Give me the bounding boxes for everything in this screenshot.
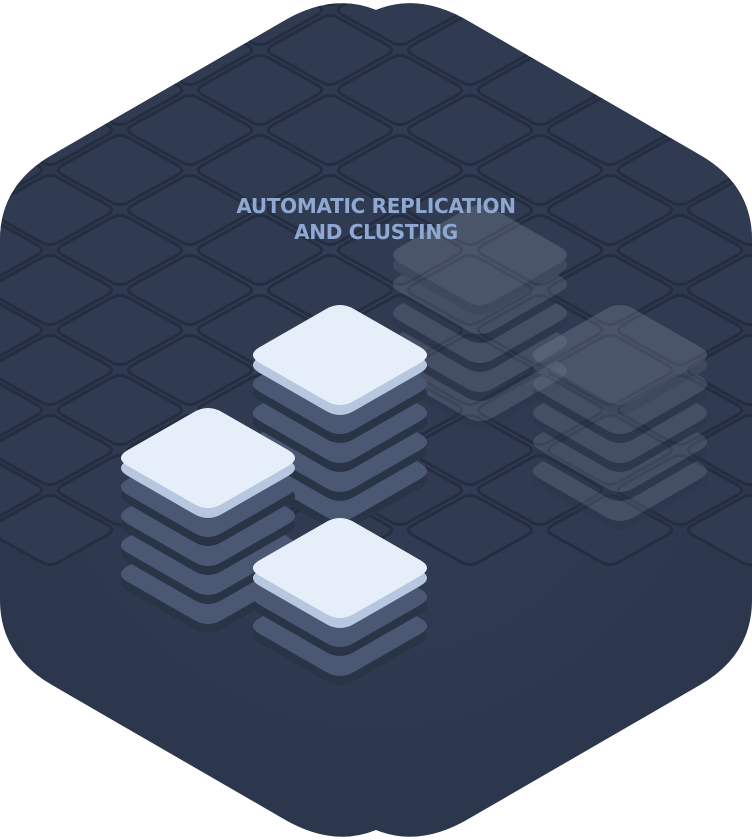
layer-shadow: [392, 301, 568, 401]
floor-tile: [56, 373, 184, 447]
floor-tile: [336, 53, 464, 127]
floor-tile: [616, 213, 744, 287]
floor-tile: [686, 493, 752, 567]
floor-tile: [56, 293, 184, 367]
floor-tile: [0, 3, 44, 47]
floor-tile: [0, 13, 114, 87]
floor-tile: [476, 373, 604, 447]
floor-tile: [126, 173, 254, 247]
floor-tile: [196, 53, 324, 127]
floor-tile: [686, 333, 752, 407]
floor-tile: [266, 93, 394, 167]
floor-tile: [0, 53, 44, 127]
floor-tile: [686, 413, 752, 487]
floor-tile: [0, 333, 114, 407]
floor-tile: [406, 493, 534, 567]
layer-shadow: [532, 401, 708, 501]
layer-shadow: [532, 343, 708, 443]
layer-shadow: [532, 430, 708, 530]
floor-tile: [336, 213, 464, 287]
stack-front: [252, 518, 428, 685]
block-top: [392, 205, 568, 305]
floor-tile: [126, 253, 254, 327]
block-edge: [532, 315, 708, 415]
floor-tile: [546, 173, 674, 247]
floor-tile: [616, 453, 744, 527]
floor-tile: [336, 133, 464, 207]
stack-back: [252, 305, 428, 530]
server-layer: [532, 421, 708, 521]
heading-line-1: AUTOMATIC REPLICATION: [236, 194, 516, 218]
floor-tile: [406, 253, 534, 327]
server-layer: [532, 392, 708, 492]
floor-tile: [546, 493, 674, 567]
floor-tile: [616, 53, 744, 127]
floor-tile: [546, 253, 674, 327]
floor-tile: [616, 3, 744, 47]
floor-tile: [196, 213, 324, 287]
floor-tile: [406, 173, 534, 247]
floor-tile: [56, 213, 184, 287]
block-top: [252, 518, 428, 618]
floor-tile: [0, 253, 114, 327]
floor-tile: [546, 3, 674, 7]
floor-tile: [0, 493, 114, 567]
floor-tile: [0, 173, 114, 247]
floor-tile: [616, 293, 744, 367]
floor-tile: [406, 3, 534, 7]
floor-tile: [406, 93, 534, 167]
server-stacks: [120, 205, 708, 685]
floor-tile: [56, 133, 184, 207]
floor-tile: [126, 93, 254, 167]
floor-tile: [336, 3, 464, 47]
floor-tile: [546, 333, 674, 407]
block-top: [252, 305, 428, 405]
server-layer: [392, 263, 568, 363]
floor-tile: [266, 13, 394, 87]
server-layer: [392, 292, 568, 392]
floor-tile: [0, 213, 44, 287]
layer-shadow: [392, 243, 568, 343]
heading-line-2: AND CLUSTING: [294, 220, 458, 244]
stack-left: [120, 408, 296, 633]
ghost-stack-right: [532, 305, 708, 530]
floor-tile: [126, 3, 254, 7]
layer-shadow: [392, 330, 568, 430]
layer-shadow: [392, 272, 568, 372]
floor-tile: [266, 3, 394, 7]
server-layer: [392, 321, 568, 421]
floor-tile: [0, 293, 44, 367]
floor-tile: [686, 13, 752, 87]
floor-tile: [476, 133, 604, 207]
floor-tile: [0, 413, 114, 487]
floor-tile: [56, 3, 184, 47]
floor-tile: [0, 3, 114, 7]
floor-tile: [546, 413, 674, 487]
floor-tile: [0, 373, 44, 447]
block-top: [120, 408, 296, 508]
server-layer: [392, 234, 568, 334]
block-edge: [392, 215, 568, 315]
floor-tile: [0, 453, 44, 527]
layer-shadow: [532, 372, 708, 472]
floor-tile: [476, 453, 604, 527]
floor-tile: [686, 253, 752, 327]
floor-tile: [476, 293, 604, 367]
floor-tile: [126, 333, 254, 407]
floor-tile: [196, 133, 324, 207]
floor-tile: [546, 13, 674, 87]
block-top: [532, 305, 708, 405]
floor-tile: [266, 173, 394, 247]
floor-tile: [686, 3, 752, 7]
server-layer: [532, 363, 708, 463]
floor-tile: [476, 213, 604, 287]
floor-tile: [616, 373, 744, 447]
server-layer: [532, 334, 708, 434]
ghost-stack-back: [392, 205, 568, 430]
